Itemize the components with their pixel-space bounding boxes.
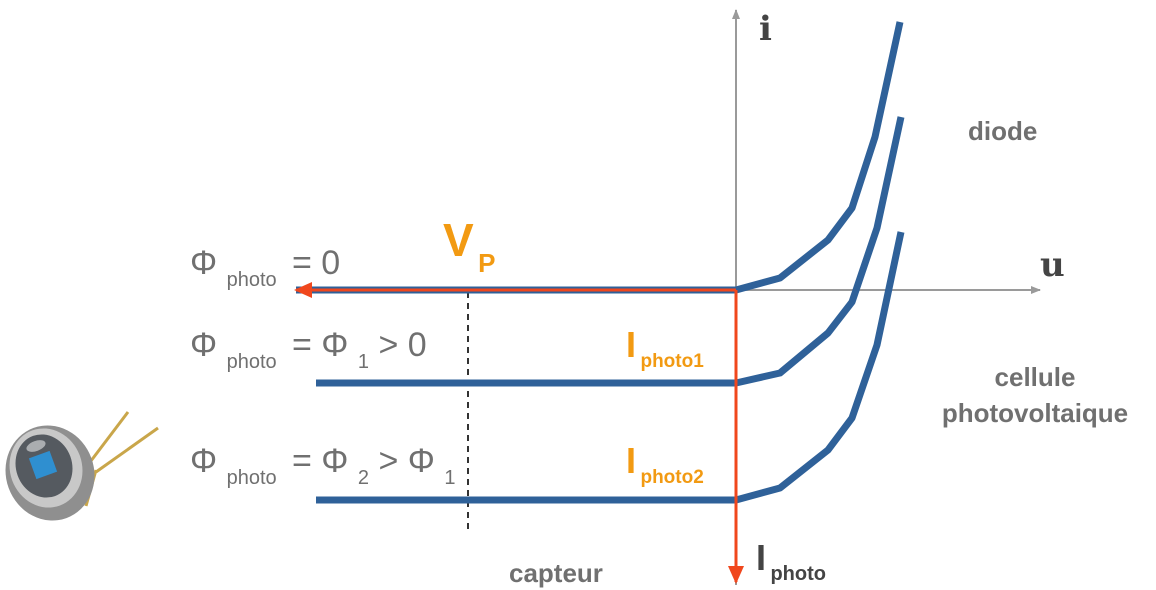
flux-label-2: Φ photo = Φ 2 > Φ 1 (190, 442, 455, 492)
flux-rhs-b: > Φ (378, 442, 434, 480)
axis-label-i: i (759, 9, 772, 49)
region-label-sensor: capteur (509, 558, 603, 588)
flux-rhs-b-sub: 1 (444, 467, 455, 489)
region-label-cell-line2: photovoltaique (942, 398, 1128, 428)
region-label-cell-line1: cellule (995, 362, 1076, 392)
flux-label-1: Φ photo = Φ 1 > 0 (190, 326, 427, 376)
iphoto2-label: I photo2 (626, 440, 704, 488)
iphoto1-main: I (626, 324, 636, 365)
curve-phi-0 (296, 21, 904, 294)
flux-rhs-a-sub: 2 (358, 467, 369, 489)
phi-symbol: Φ (190, 442, 217, 480)
iphoto-subscript: photo (770, 563, 826, 585)
vp-main: V (443, 214, 474, 266)
phi-subscript: photo (227, 467, 277, 489)
flux-rhs: = 0 (292, 244, 340, 282)
vp-label: V P (443, 214, 495, 278)
iphoto1-subscript: photo1 (640, 351, 704, 372)
flux-label-0: Φ photo = 0 (190, 244, 340, 294)
phi-subscript: photo (227, 269, 277, 291)
axis-label-u: u (1040, 245, 1065, 285)
flux-rhs-a-sub: 1 (358, 351, 369, 373)
photodiode-component-image (5, 411, 159, 521)
flux-rhs-a: = Φ (292, 326, 348, 364)
phi-subscript: photo (227, 351, 277, 373)
iphoto2-subscript: photo2 (640, 467, 703, 488)
iphoto2-main: I (626, 440, 636, 481)
flux-rhs-b: > 0 (378, 326, 426, 364)
region-label-diode: diode (968, 116, 1037, 146)
phi-symbol: Φ (190, 326, 217, 364)
vp-subscript: P (478, 248, 495, 278)
iphoto-axis-label: I photo (756, 537, 826, 585)
iphoto-main: I (756, 537, 766, 578)
flux-rhs-a: = Φ (292, 442, 348, 480)
iphoto1-label: I photo1 (626, 324, 704, 372)
phi-symbol: Φ (190, 244, 217, 282)
